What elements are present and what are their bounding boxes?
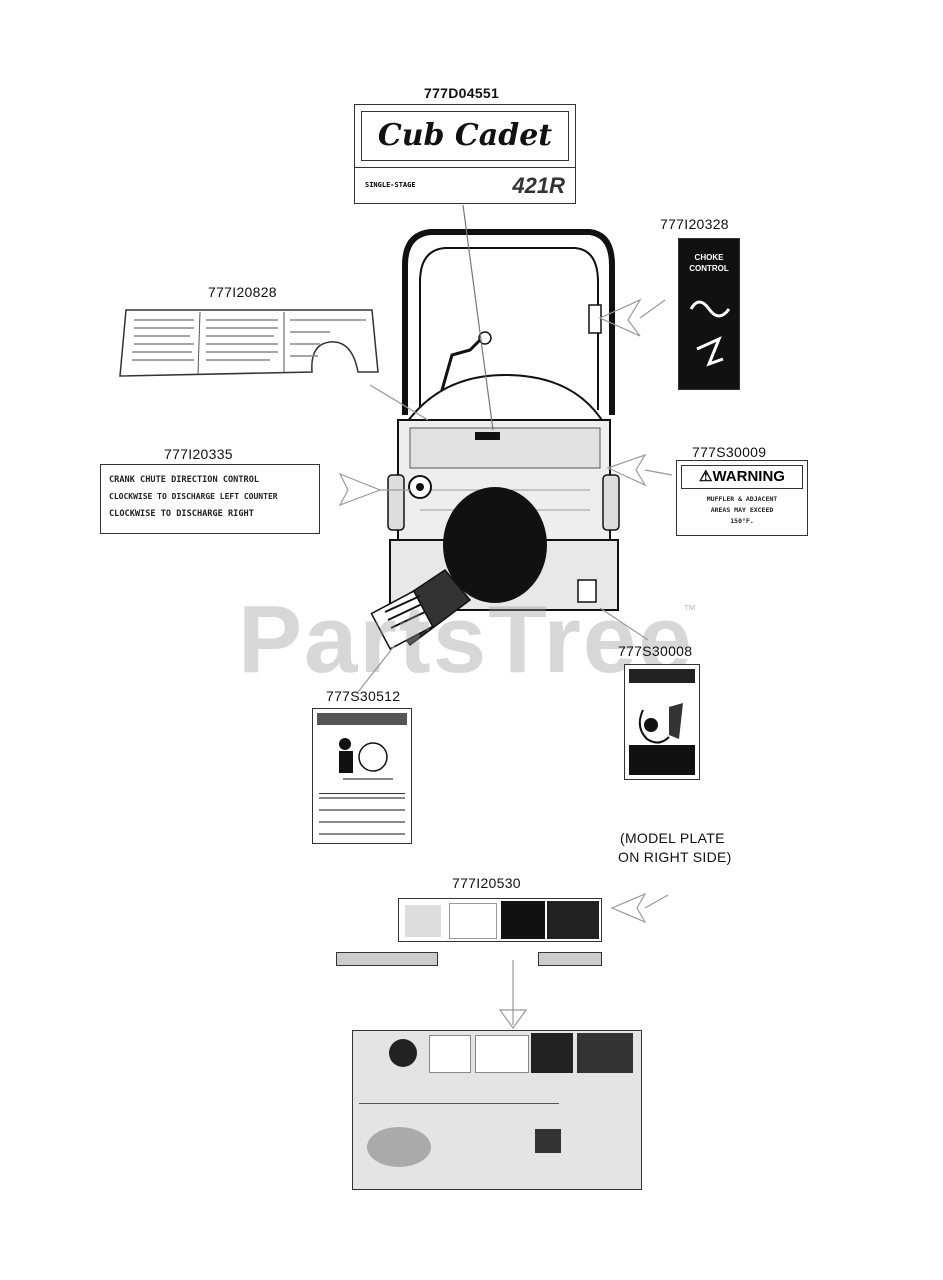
choke-control-decal: CHOKE CONTROL: [678, 238, 740, 390]
model-plate-large: [352, 1030, 642, 1190]
hand-hazard-icon: [339, 738, 393, 780]
warning-title-text: WARNING: [712, 468, 785, 485]
part-number-danger: 777S30008: [618, 643, 693, 659]
part-number-logo: 777D04551: [424, 85, 500, 101]
warning-triangle-icon: ⚠: [699, 468, 713, 485]
crank-line-1: CRANK CHUTE DIRECTION CONTROL: [109, 475, 260, 485]
choke-title-1: CHOKE: [694, 253, 724, 262]
warning-title: ⚠WARNING: [681, 465, 803, 489]
brand-logo: Cub Cadet: [361, 111, 569, 161]
crank-chute-decal: CRANK CHUTE DIRECTION CONTROL CLOCKWISE …: [100, 464, 320, 534]
part-number-safety: 777S30512: [326, 688, 401, 704]
part-number-crank: 777I20335: [164, 446, 233, 462]
watermark-text: PartsTree: [238, 586, 694, 693]
model-number: 421R: [512, 173, 565, 198]
logo-subtitle: SINGLE-STAGE: [365, 181, 416, 189]
model-plate-note-1: (MODEL PLATE: [620, 830, 725, 846]
model-plate-strip-left: [336, 952, 438, 966]
model-plate-strip-right: [538, 952, 602, 966]
part-number-choke: 777I20328: [660, 216, 729, 232]
choke-icon: [689, 300, 731, 367]
safety-decal: [312, 708, 412, 844]
model-plate-note-2: ON RIGHT SIDE): [618, 849, 732, 865]
model-plate-small: [398, 898, 602, 942]
part-number-instruction: 777I20828: [208, 284, 277, 300]
auger-hazard-icon: [638, 703, 683, 744]
logo-decal: Cub Cadet SINGLE-STAGE 421R: [354, 104, 576, 204]
warning-line-2: AREAS MAY EXCEED: [710, 506, 774, 514]
watermark-tm: ™: [683, 602, 696, 617]
choke-title-2: CONTROL: [689, 264, 729, 273]
danger-decal: [624, 664, 700, 780]
muffler-warning-decal: ⚠WARNING MUFFLER & ADJACENT AREAS MAY EX…: [676, 460, 808, 536]
crank-line-3: CLOCKWISE TO DISCHARGE RIGHT: [109, 509, 254, 519]
part-number-warning: 777S30009: [692, 444, 767, 460]
part-number-model-plate: 777I20530: [452, 875, 521, 891]
warning-line-1: MUFFLER & ADJACENT: [706, 495, 778, 503]
crank-line-2: CLOCKWISE TO DISCHARGE LEFT COUNTER: [109, 492, 278, 501]
warning-line-3: 150°F.: [730, 517, 754, 525]
